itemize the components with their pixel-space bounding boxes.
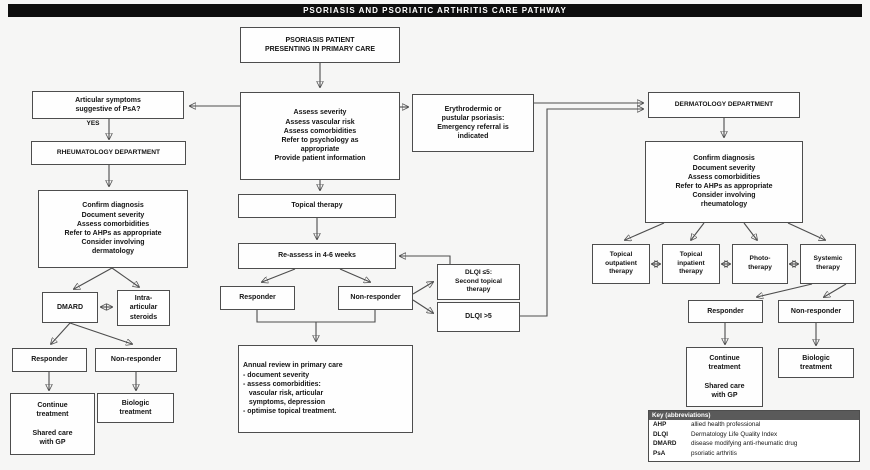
- key-abbr: PsA: [653, 449, 666, 457]
- diagram-title: PSORIASIS AND PSORIATIC ARTHRITIS CARE P…: [8, 4, 862, 17]
- node-topical-therapy: Topical therapy: [238, 194, 396, 218]
- node-dermatology-department: DERMATOLOGY DEPARTMENT: [648, 92, 800, 118]
- node-dlqi-gt5: DLQI >5: [437, 302, 520, 332]
- key-definition: psoriatic arthritis: [691, 449, 737, 457]
- key-row-dmard: DMARD disease modifying anti-rheumatic d…: [649, 439, 859, 449]
- node-systemic-therapy: Systemic therapy: [800, 244, 856, 284]
- key-header: Key (abbreviations): [649, 411, 859, 420]
- node-centre-responder: Responder: [220, 286, 295, 310]
- node-intra-articular-steroids: Intra- articular steroids: [117, 290, 170, 326]
- node-rheumatology-actions: Confirm diagnosis Document severity Asse…: [38, 190, 188, 268]
- node-left-biologic-treatment: Biologic treatment: [97, 393, 174, 423]
- key-abbr: DLQI: [653, 430, 669, 438]
- node-articular-symptoms: Articular symptoms suggestive of PsA?: [32, 91, 184, 119]
- key-definition: allied health professional: [691, 421, 761, 428]
- node-topical-outpatient-therapy: Topical outpatient therapy: [592, 244, 650, 284]
- node-dermatology-actions: Confirm diagnosis Document severity Asse…: [645, 141, 803, 223]
- node-emergency-referral: Erythrodermic or pustular psoriasis: Eme…: [412, 94, 534, 152]
- node-topical-inpatient-therapy: Topical inpatient therapy: [662, 244, 720, 284]
- node-right-responder: Responder: [688, 300, 763, 323]
- key-abbr: AHP: [653, 421, 667, 428]
- abbreviations-key: Key (abbreviations) AHP allied health pr…: [648, 410, 860, 462]
- node-left-responder: Responder: [12, 348, 87, 372]
- node-assess-severity: Assess severity Assess vascular risk Ass…: [240, 92, 400, 180]
- key-definition: disease modifying anti-rheumatic drug: [691, 440, 798, 448]
- node-dlqi-le5-second-topical: DLQI ≤5: Second topical therapy: [437, 264, 520, 300]
- key-row-psa: PsA psoriatic arthritis: [649, 449, 859, 459]
- node-right-non-responder: Non-responder: [778, 300, 854, 323]
- node-psoriasis-patient: PSORIASIS PATIENT PRESENTING IN PRIMARY …: [240, 27, 400, 63]
- node-right-biologic-treatment: Biologic treatment: [778, 348, 854, 378]
- yes-label: YES: [86, 120, 100, 127]
- node-left-non-responder: Non-responder: [95, 348, 177, 372]
- node-dmard: DMARD: [42, 292, 98, 323]
- node-centre-non-responder: Non-responder: [338, 286, 413, 310]
- node-reassess-4-6-weeks: Re-assess in 4-6 weeks: [238, 243, 396, 269]
- node-rheumatology-department: RHEUMATOLOGY DEPARTMENT: [31, 141, 186, 165]
- node-right-continue-treatment: Continue treatment Shared care with GP: [686, 347, 763, 407]
- node-phototherapy: Photo- therapy: [732, 244, 788, 284]
- key-row-dlqi: DLQI Dermatology Life Quality Index: [649, 430, 859, 440]
- key-abbr: DMARD: [653, 440, 677, 448]
- node-annual-review: Annual review in primary care - document…: [238, 345, 413, 433]
- key-definition: Dermatology Life Quality Index: [691, 430, 778, 438]
- key-row-ahp: AHP allied health professional: [649, 420, 859, 430]
- node-left-continue-treatment: Continue treatment Shared care with GP: [10, 393, 95, 455]
